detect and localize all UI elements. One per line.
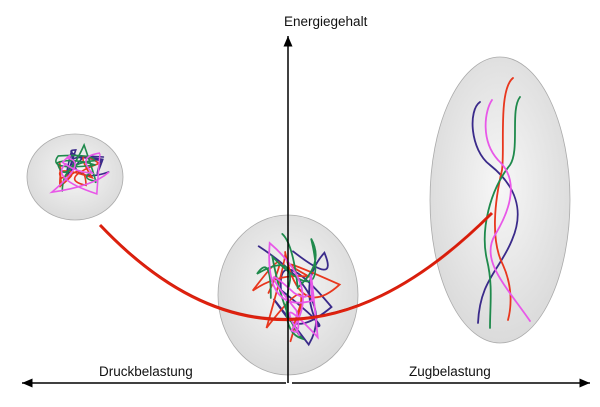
compression-axis-label: Druckbelastung: [99, 364, 193, 379]
polymer-chain: [49, 152, 110, 195]
polymer-chain: [58, 155, 101, 188]
polymer-chain: [483, 96, 521, 329]
stretched-chains: [471, 77, 531, 329]
polymer-chain: [268, 241, 319, 340]
compressed-chains: [49, 142, 110, 195]
polymer-chain: [494, 77, 514, 321]
relaxed-chains: [251, 233, 342, 347]
energy-curve: [98, 211, 494, 322]
polymer-chain: [484, 99, 531, 322]
tension-axis-label: Zugbelastung: [409, 364, 491, 379]
energy-axis-label: Energiegehalt: [284, 14, 368, 29]
stretched-state-ellipse: [429, 56, 571, 344]
